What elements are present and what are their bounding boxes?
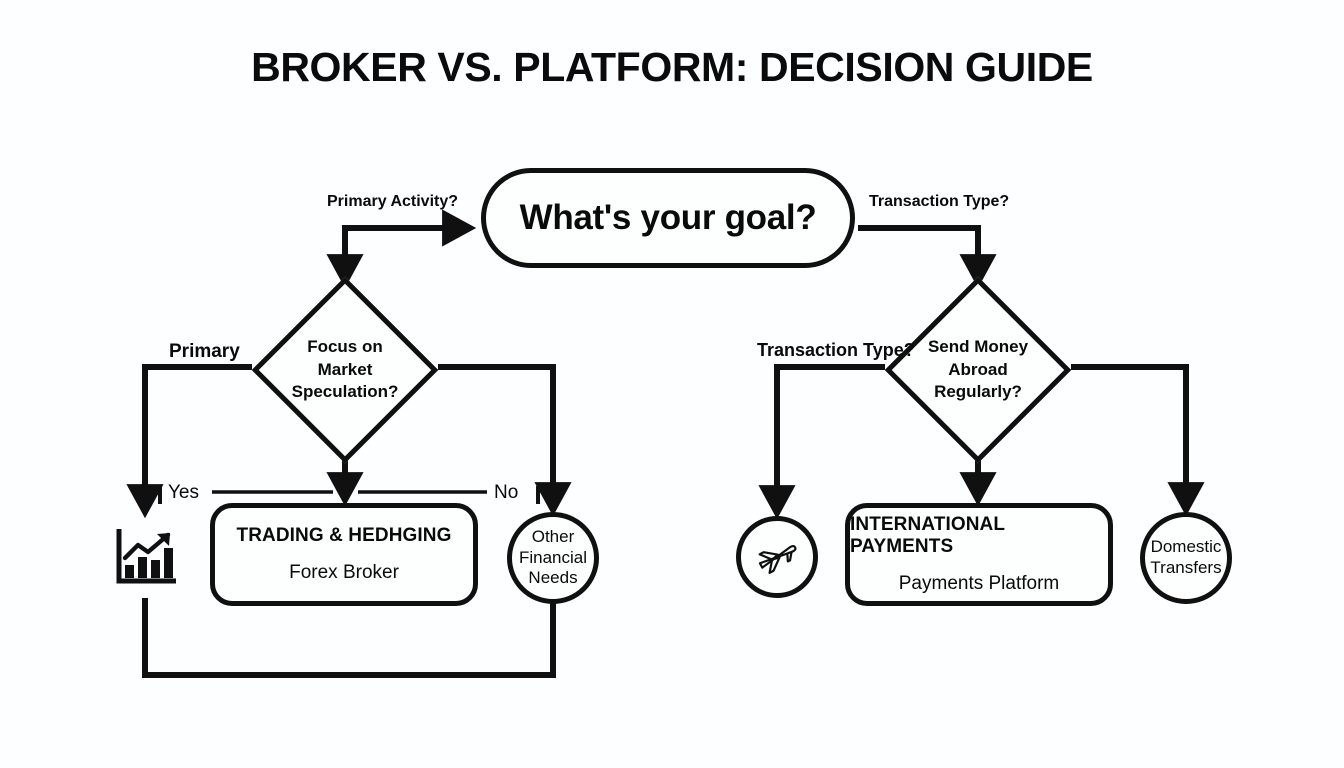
edge-label-yes: Yes	[168, 482, 199, 503]
airplane-icon-glyph	[758, 544, 797, 574]
edge-right-diamond-to-domestic	[1071, 364, 1205, 517]
node-goal[interactable]: What's your goal?	[481, 168, 855, 268]
node-international-payments-title: INTERNATIONAL PAYMENTS	[850, 514, 1005, 557]
edge-label-primary: Primary	[169, 341, 240, 362]
other-line-3: Needs	[528, 568, 578, 588]
tick-no	[536, 486, 541, 504]
decision-right-line-3: Regularly?	[934, 382, 1022, 402]
other-line-1: Other	[531, 526, 575, 546]
node-trading-hedging[interactable]: TRADING & HEDHGING Forex Broker	[210, 503, 478, 606]
decision-right-line-1: Send Money	[927, 337, 1029, 357]
node-other-financial-needs-label: Other Financial Needs	[519, 527, 587, 589]
bar-chart-growth-icon-glyph	[116, 529, 176, 584]
edge-left-diamond-to-chart-icon	[126, 364, 252, 519]
domestic-line-2: Transfers	[1150, 558, 1222, 577]
edge-goal-to-right-diamond	[858, 225, 997, 289]
bar-chart-growth-icon	[114, 526, 180, 588]
page-title: BROKER VS. PLATFORM: DECISION GUIDE	[251, 44, 1093, 90]
node-other-financial-needs[interactable]: Other Financial Needs	[507, 512, 599, 604]
node-decision-market-speculation[interactable]: Focus on Market Speculation?	[245, 276, 445, 464]
airplane-icon	[736, 516, 818, 598]
node-goal-label: What's your goal?	[519, 198, 817, 237]
decision-left-line-3: Speculation?	[291, 382, 399, 402]
decision-right-line-2: Abroad	[948, 359, 1008, 379]
edge-bottom-return-connector	[142, 598, 556, 678]
node-trading-hedging-title: TRADING & HEDHGING	[236, 525, 452, 546]
decision-left-line-1: Focus on	[307, 337, 383, 357]
node-decision-market-speculation-label: Focus on Market Speculation?	[292, 336, 399, 403]
node-decision-send-money-abroad[interactable]: Send Money Abroad Regularly?	[878, 276, 1078, 464]
node-domestic-transfers[interactable]: Domestic Transfers	[1140, 512, 1232, 604]
edge-label-no: No	[494, 482, 519, 503]
node-domestic-transfers-label: Domestic Transfers	[1150, 537, 1221, 578]
decision-left-line-2: Market	[317, 359, 373, 379]
node-decision-send-money-abroad-label: Send Money Abroad Regularly?	[928, 336, 1028, 403]
edge-label-transaction-type-top: Transaction Type?	[869, 193, 1010, 210]
edge-left-diamond-to-other	[438, 364, 572, 517]
node-international-payments[interactable]: INTERNATIONAL PAYMENTS Payments Platform	[845, 503, 1113, 606]
edge-label-transaction-type-left: Transaction Type?	[757, 340, 915, 360]
edge-goal-to-left-diamond-horizontal	[342, 209, 477, 288]
node-international-payments-subtitle: Payments Platform	[898, 573, 1060, 594]
tick-yes	[157, 486, 162, 504]
domestic-line-1: Domestic	[1150, 537, 1222, 557]
edge-right-diamond-to-plane	[758, 364, 885, 520]
edge-label-primary-activity: Primary Activity?	[327, 193, 459, 210]
node-trading-hedging-subtitle: Forex Broker	[289, 562, 399, 583]
other-line-2: Financial	[518, 547, 588, 567]
